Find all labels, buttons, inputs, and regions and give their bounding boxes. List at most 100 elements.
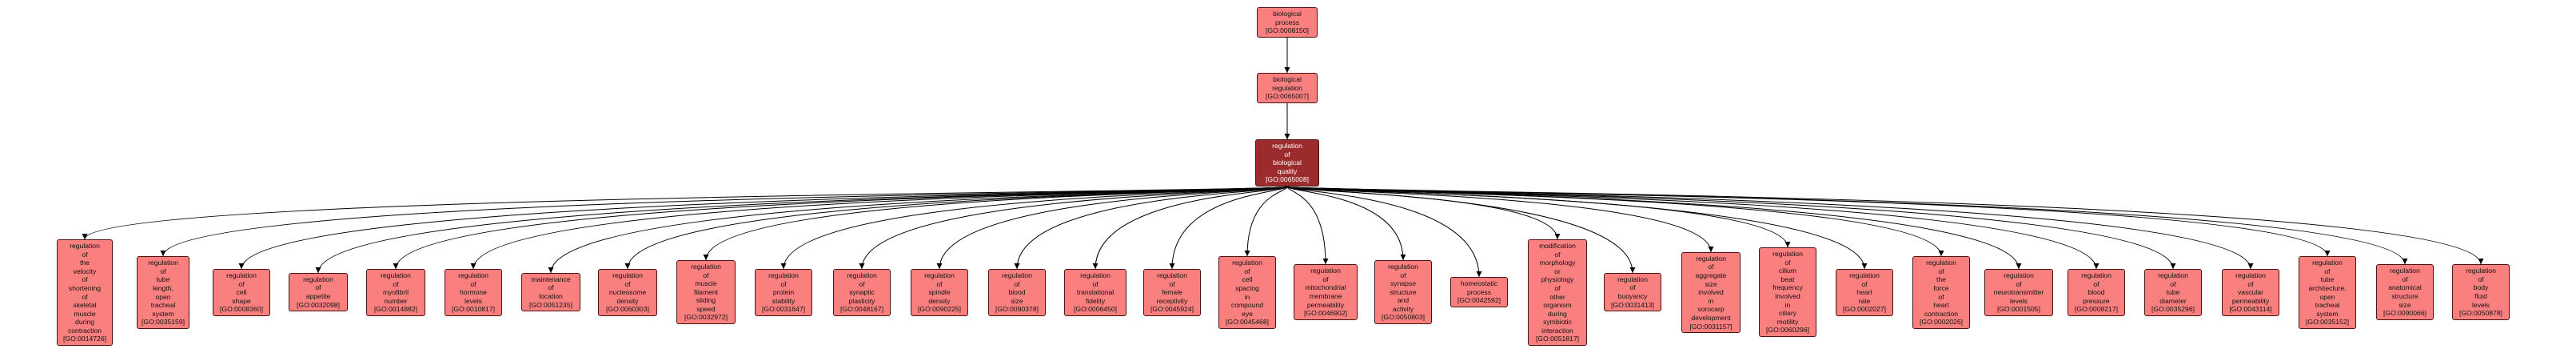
go-term-label-line: [GO:0008217]	[2075, 305, 2118, 314]
go-term-label-line: force	[1933, 283, 1949, 292]
go-term-label-line: [GO:0032972]	[684, 313, 728, 322]
go-term-label-line: [GO:0045468]	[1226, 318, 1269, 327]
go-term-label-line: female	[1162, 288, 1182, 297]
go-term-label-line: [GO:0035152]	[2306, 318, 2349, 327]
go-term-label-line: levels	[465, 296, 482, 305]
go-term-label-line: biological	[1273, 75, 1302, 84]
go-term-label-line: regulation	[1926, 259, 1956, 267]
go-term-label-line: eye	[1242, 309, 1253, 318]
go-term-label-line: of	[1322, 275, 1329, 283]
go-term-label-line: of	[1092, 279, 1099, 288]
go-term-label-line: levels	[2010, 296, 2028, 305]
go-term-label-line: of	[82, 292, 88, 301]
edge-arrow	[703, 186, 1288, 261]
go-term-label-line: blood	[2088, 288, 2105, 297]
go-term-label-line: regulation	[2004, 271, 2034, 280]
go-term-label-line: of	[82, 250, 88, 259]
go-term-label-line: cell	[236, 288, 247, 297]
go-term-label-line: mitochondrial	[1305, 283, 1346, 292]
go-term-label-line: during	[75, 318, 94, 327]
go-term-label-line: muscle	[695, 279, 717, 288]
edge-arrow	[1014, 186, 1288, 270]
go-term-label-line: aggregate	[1695, 271, 1727, 280]
edge-arrow	[1286, 186, 1482, 278]
go-term-label-line: the	[80, 259, 90, 267]
go-term-label-line: [GO:0035159]	[142, 318, 185, 327]
go-term-label-line: regulation	[2158, 271, 2188, 280]
go-term-label-line: in	[1708, 296, 1714, 305]
go-term-label-line: buoyancy	[1617, 292, 1648, 300]
go-term-label-line: protein	[772, 288, 795, 297]
go-term-label-line: contraction	[67, 326, 102, 335]
go-term-label-line: [GO:0031647]	[762, 305, 805, 314]
go-term-label-line: tracheal	[150, 301, 176, 310]
go-term-label-line: shape	[232, 296, 251, 305]
edge-arrow	[1286, 186, 2022, 270]
go-term-label-line: beat	[1780, 275, 1795, 283]
go-term-label-line: [GO:0051817]	[1536, 335, 1579, 343]
go-term-label-line: [GO:0050878]	[2459, 309, 2502, 318]
go-term-label-line: [GO:0031157]	[1689, 322, 1733, 331]
go-term-label-line: fluid	[2474, 292, 2487, 300]
go-term-label-line: diameter	[2159, 296, 2187, 305]
go-term-label-line: of	[2247, 279, 2254, 288]
go-term-label-line: of	[1400, 271, 1406, 279]
go-term-label-line: tube	[156, 275, 170, 284]
go-term-label-line: homeostatic	[1460, 279, 1498, 288]
go-term-label-line: of	[1244, 267, 1250, 275]
go-term-label-line: number	[384, 296, 408, 305]
go-term-label-line: cilium	[1779, 267, 1796, 275]
go-term-label-line: [GO:0014882]	[374, 305, 417, 314]
go-term-label-line: of	[1284, 150, 1290, 158]
go-term-label-line: of	[82, 275, 88, 284]
go-term-label-line: of	[470, 279, 477, 288]
go-term-label-line: of	[1938, 267, 1944, 275]
go-term-label-line: open	[155, 292, 171, 301]
